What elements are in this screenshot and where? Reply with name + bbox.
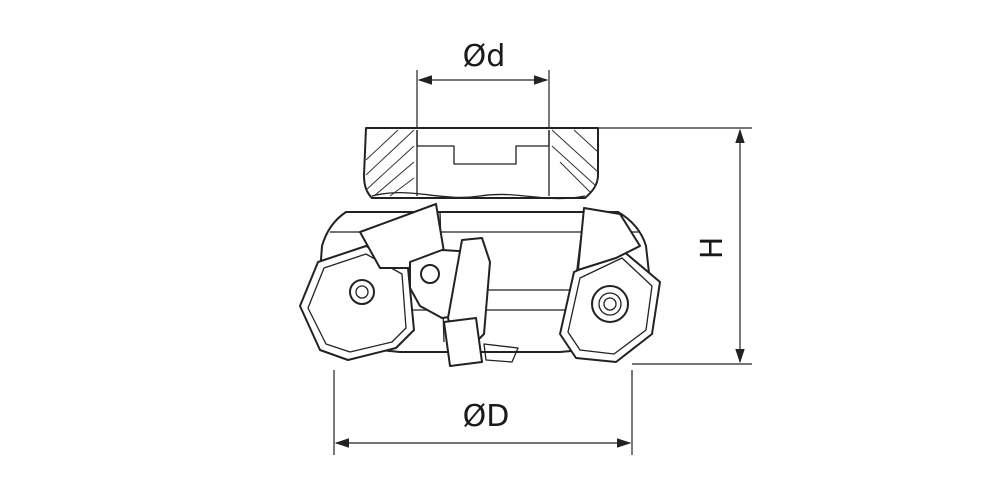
shank-hatch-left <box>365 129 415 197</box>
bore-diameter-dimension: Ød <box>416 39 550 132</box>
shank-break-line <box>371 191 586 200</box>
bore-diameter-label: Ød <box>463 39 506 74</box>
center-clamp-screw <box>420 264 440 284</box>
cutter-body <box>299 127 661 367</box>
shank-collar <box>363 127 599 199</box>
left-insert-inner <box>307 253 407 353</box>
left-insert-screw <box>349 279 375 305</box>
outer-diameter-dimension: ØD <box>333 370 633 455</box>
height-dimension: H <box>598 127 752 365</box>
keyway-slot <box>416 130 550 165</box>
left-insert-screw-hole <box>355 285 369 299</box>
outer-diameter-label: ØD <box>463 399 510 434</box>
center-insert-tip <box>443 317 483 367</box>
right-clamp-wedge <box>577 207 641 271</box>
right-insert-inner <box>567 257 653 355</box>
center-insert-edge <box>483 343 519 363</box>
right-insert-screw-socket <box>598 292 622 316</box>
right-insert-screw-hole <box>603 297 617 311</box>
shank-hatch-right <box>551 129 599 193</box>
height-label: H <box>695 237 730 260</box>
right-insert-screw <box>591 285 629 323</box>
bore-lines <box>416 130 550 196</box>
